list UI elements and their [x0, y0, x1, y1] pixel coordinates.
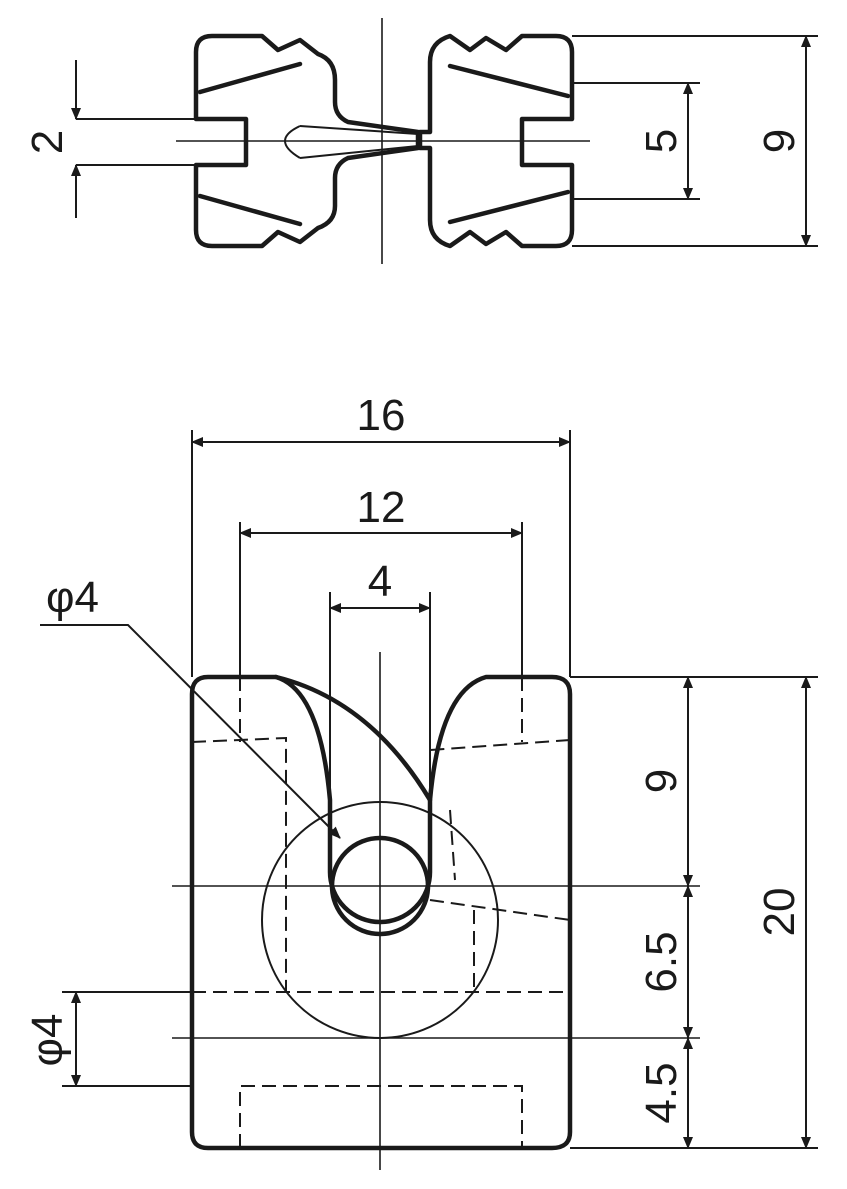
front-dim-16-label: 16	[357, 391, 406, 440]
front-dim-20-label: 20	[755, 888, 804, 937]
front-view: 16 12 4 φ4 9 6.5 4.5 20 φ4	[23, 391, 818, 1170]
front-dim-12-label: 12	[357, 483, 406, 532]
top-dim-5-label: 5	[637, 129, 686, 153]
top-chamfer-4	[447, 189, 571, 225]
front-view-body	[189, 674, 573, 1151]
front-hidden-upper-right	[429, 677, 571, 751]
front-dim-4-5-label: 4.5	[637, 1062, 686, 1123]
top-dim-2-label: 2	[23, 130, 72, 154]
top-chamfer-1	[197, 61, 303, 95]
front-dim-4-label: 4	[368, 557, 392, 606]
front-hidden-bottom-slot	[239, 1085, 523, 1148]
top-ball-outline	[284, 125, 301, 159]
front-side-phi4-label: φ4	[23, 1013, 72, 1066]
top-view: 2 5 9	[23, 18, 818, 264]
top-view-right-block	[417, 33, 575, 249]
front-phi4-label: φ4	[46, 573, 99, 622]
top-dim-9-label: 9	[755, 129, 804, 153]
front-dim-9-label: 9	[637, 769, 686, 793]
top-chamfer-2	[197, 193, 303, 227]
top-ball-wedge	[299, 125, 419, 159]
top-chamfer-3	[447, 63, 571, 99]
front-slot-curve	[273, 674, 433, 803]
front-dim-6-5-label: 6.5	[637, 931, 686, 992]
front-hidden-upper-left	[191, 677, 287, 992]
front-hidden-right	[429, 809, 571, 992]
front-phi4-leader	[40, 624, 341, 839]
